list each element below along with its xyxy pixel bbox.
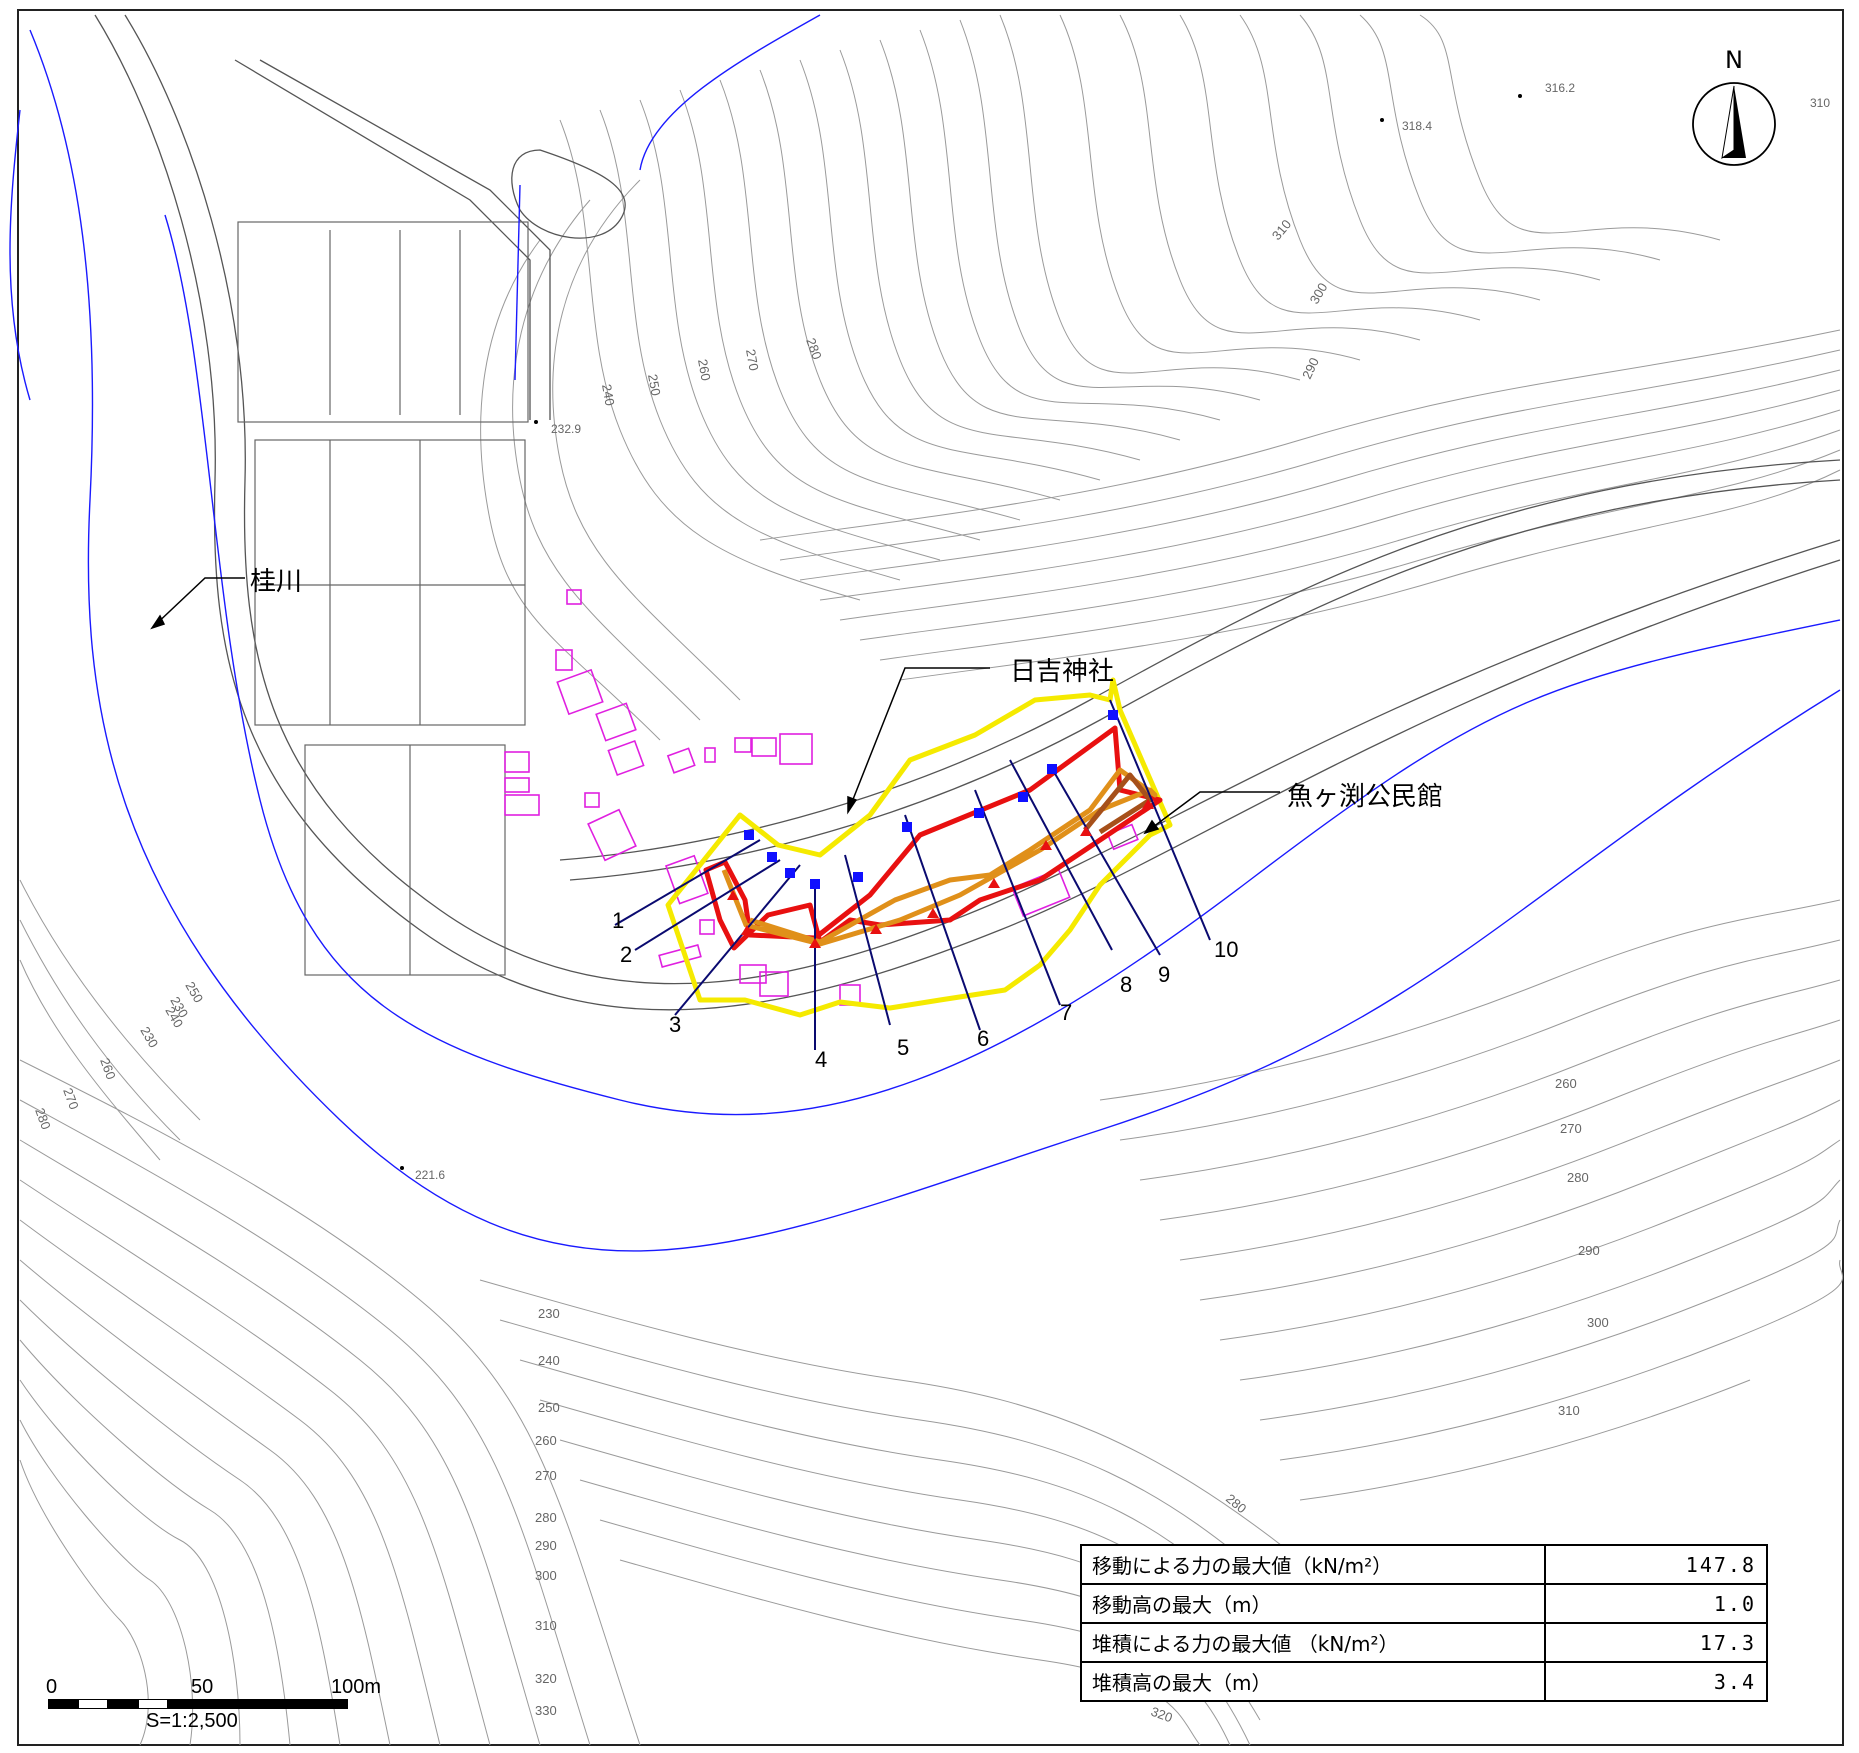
contour-label: 230: [538, 1306, 560, 1321]
contour-label: 290: [535, 1538, 557, 1553]
label-leaders: [150, 577, 1280, 835]
profile-number: 1: [612, 908, 624, 933]
orange-hazard-zone: [721, 767, 1158, 947]
profile-number: 5: [897, 1035, 909, 1060]
contour-label: 250: [538, 1400, 560, 1415]
profile-number: 4: [815, 1047, 827, 1072]
scale-bar-segment: [168, 1699, 198, 1709]
profile-number: 3: [669, 1012, 681, 1037]
spot-elevations: 316.2 318.4 232.9 221.6 310: [400, 81, 1830, 1182]
contour-label: 270: [60, 1086, 82, 1112]
profile-number: 2: [620, 942, 632, 967]
contour-labels: 240 250 260 270 280 310 300 290 230 240 …: [32, 217, 1609, 1726]
spot-elevation: 316.2: [1545, 81, 1575, 95]
row-value: 147.8: [1544, 1544, 1768, 1585]
hall-name-label: 魚ヶ渕公民館: [1287, 782, 1443, 812]
north-arrow: N: [1692, 46, 1776, 166]
table-row: 移動高の最大（m） 1.0: [1080, 1583, 1768, 1624]
contour-label: 250: [645, 373, 664, 397]
yellow-hazard-zone: [665, 677, 1173, 1018]
table-row: 堆積高の最大（m） 3.4: [1080, 1661, 1768, 1702]
row-label: 堆積高の最大（m）: [1080, 1661, 1546, 1702]
contour-label: 270: [535, 1468, 557, 1483]
contour-label: 290: [1578, 1243, 1600, 1258]
start-point-markers: [744, 710, 1118, 889]
row-value: 1.0: [1544, 1583, 1768, 1624]
contour-label: 310: [1558, 1403, 1580, 1418]
contour-label: 260: [97, 1056, 119, 1082]
row-label: 堆積による力の最大値 （kN/m²）: [1080, 1622, 1546, 1663]
map-frame: [17, 9, 1844, 1746]
profile-number: 6: [977, 1026, 989, 1051]
scale-bar-segment: [138, 1699, 168, 1709]
scale-ratio: S=1:2,500: [146, 1710, 238, 1732]
contour-label: 280: [32, 1106, 54, 1132]
spot-elevation: 318.4: [1402, 119, 1432, 133]
contour-label: 260: [695, 358, 714, 382]
deposit-point-markers: [727, 799, 1154, 948]
spot-elevation: 221.6: [415, 1168, 445, 1182]
profile-number: 9: [1158, 962, 1170, 987]
scale-bar-segment: [108, 1699, 138, 1709]
buildings: [504, 589, 1139, 1006]
brown-hazard-line: [1083, 772, 1153, 835]
row-value: 17.3: [1544, 1622, 1768, 1663]
scale-bar-segment: [78, 1699, 108, 1709]
scale-tick-100: 100m: [331, 1676, 382, 1698]
profile-number: 7: [1060, 1000, 1072, 1025]
row-label: 移動による力の最大値（kN/m²）: [1080, 1544, 1546, 1585]
paddy-fields: [237, 221, 529, 976]
profile-numbers: 1 2 3 4 5 6 7 8 9 10: [612, 908, 1238, 1072]
contour-label: 280: [803, 336, 825, 362]
contour-lines: [19, 14, 1844, 1746]
profile-number: 10: [1214, 937, 1238, 962]
table-row: 堆積による力の最大値 （kN/m²） 17.3: [1080, 1622, 1768, 1663]
contour-label: 270: [743, 348, 762, 372]
river-name-label: 桂川: [250, 567, 302, 597]
profile-lines: [614, 699, 1211, 1050]
contour-label: 300: [535, 1568, 557, 1583]
scale-bar-segment: [48, 1699, 78, 1709]
contour-label: 320: [1149, 1704, 1175, 1726]
contour-label: 260: [535, 1433, 557, 1448]
contour-label: 310: [535, 1618, 557, 1633]
north-label: N: [1725, 46, 1743, 74]
scale-bar: 0 50 100m S=1:2,500: [46, 1676, 381, 1736]
contour-label: 260: [1555, 1076, 1577, 1091]
contour-label: 270: [1560, 1121, 1582, 1136]
scale-bar-segment: [198, 1699, 348, 1709]
spot-elevation: 232.9: [551, 422, 581, 436]
contour-label: 280: [535, 1510, 557, 1525]
contour-label: 320: [535, 1671, 557, 1686]
row-value: 3.4: [1544, 1661, 1768, 1702]
contour-label: 300: [1587, 1315, 1609, 1330]
river-banks: [9, 14, 1841, 1252]
shrine-name-label: 日吉神社: [1010, 657, 1114, 687]
contour-label: 330: [535, 1703, 557, 1718]
table-row: 移動による力の最大値（kN/m²） 147.8: [1080, 1544, 1768, 1585]
hazard-summary-table: 移動による力の最大値（kN/m²） 147.8 移動高の最大（m） 1.0 堆積…: [1080, 1544, 1768, 1702]
contour-label: 240: [599, 383, 618, 407]
scale-tick-50: 50: [191, 1676, 214, 1698]
row-label: 移動高の最大（m）: [1080, 1583, 1546, 1624]
profile-number: 8: [1120, 972, 1132, 997]
scale-tick-0: 0: [46, 1676, 58, 1698]
spot-elevation: 310: [1810, 96, 1830, 110]
contour-label: 240: [538, 1353, 560, 1368]
contour-label: 280: [1567, 1170, 1589, 1185]
